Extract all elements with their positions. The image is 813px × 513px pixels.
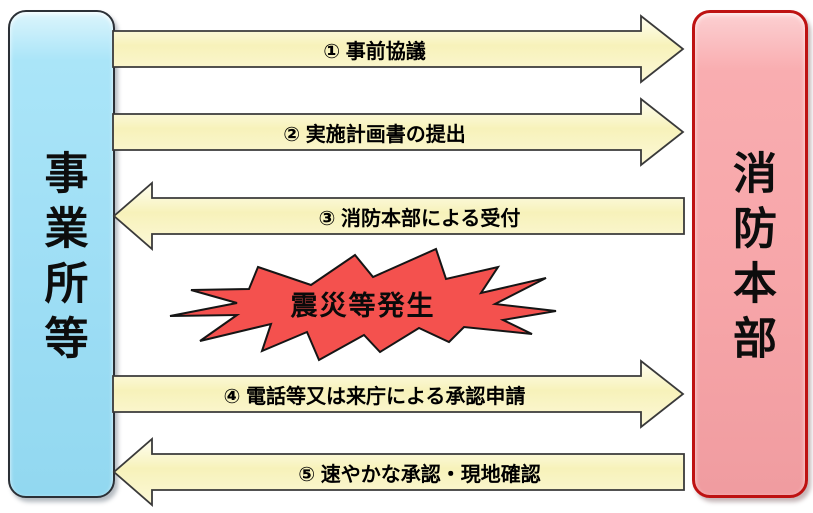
earthquake-burst-label: 震災等発生 bbox=[290, 290, 436, 321]
step4-label: ④ 電話等又は来庁による承認申請 bbox=[223, 385, 526, 408]
right-arrow-icon bbox=[112, 97, 685, 167]
step1-label: ① 事前協議 bbox=[323, 40, 426, 63]
step2-arrow-right: ② 実施計画書の提出 bbox=[112, 97, 685, 167]
entity-box-fire-hq: 消防本部 bbox=[692, 10, 808, 498]
entity-label-fire-hq: 消防本部 bbox=[726, 149, 775, 370]
left-arrow-icon bbox=[112, 437, 685, 507]
step3-arrow-left: ③ 消防本部による受付 bbox=[112, 181, 685, 251]
right-arrow-icon bbox=[112, 14, 685, 84]
step3-label: ③ 消防本部による受付 bbox=[318, 207, 521, 230]
step2-label: ② 実施計画書の提出 bbox=[283, 123, 466, 146]
right-arrow-icon bbox=[112, 359, 685, 429]
entity-box-business: 事業所等 bbox=[8, 10, 115, 498]
left-arrow-icon bbox=[112, 181, 685, 251]
step5-arrow-left: ⑤ 速やかな承認・現地確認 bbox=[112, 437, 685, 507]
entity-label-business: 事業所等 bbox=[37, 149, 87, 370]
step4-arrow-right: ④ 電話等又は来庁による承認申請 bbox=[112, 359, 685, 429]
earthquake-burst: 震災等発生 bbox=[168, 247, 558, 365]
explosion-icon bbox=[169, 247, 557, 362]
step5-label: ⑤ 速やかな承認・現地確認 bbox=[298, 463, 541, 486]
step1-arrow-right: ① 事前協議 bbox=[112, 14, 685, 84]
